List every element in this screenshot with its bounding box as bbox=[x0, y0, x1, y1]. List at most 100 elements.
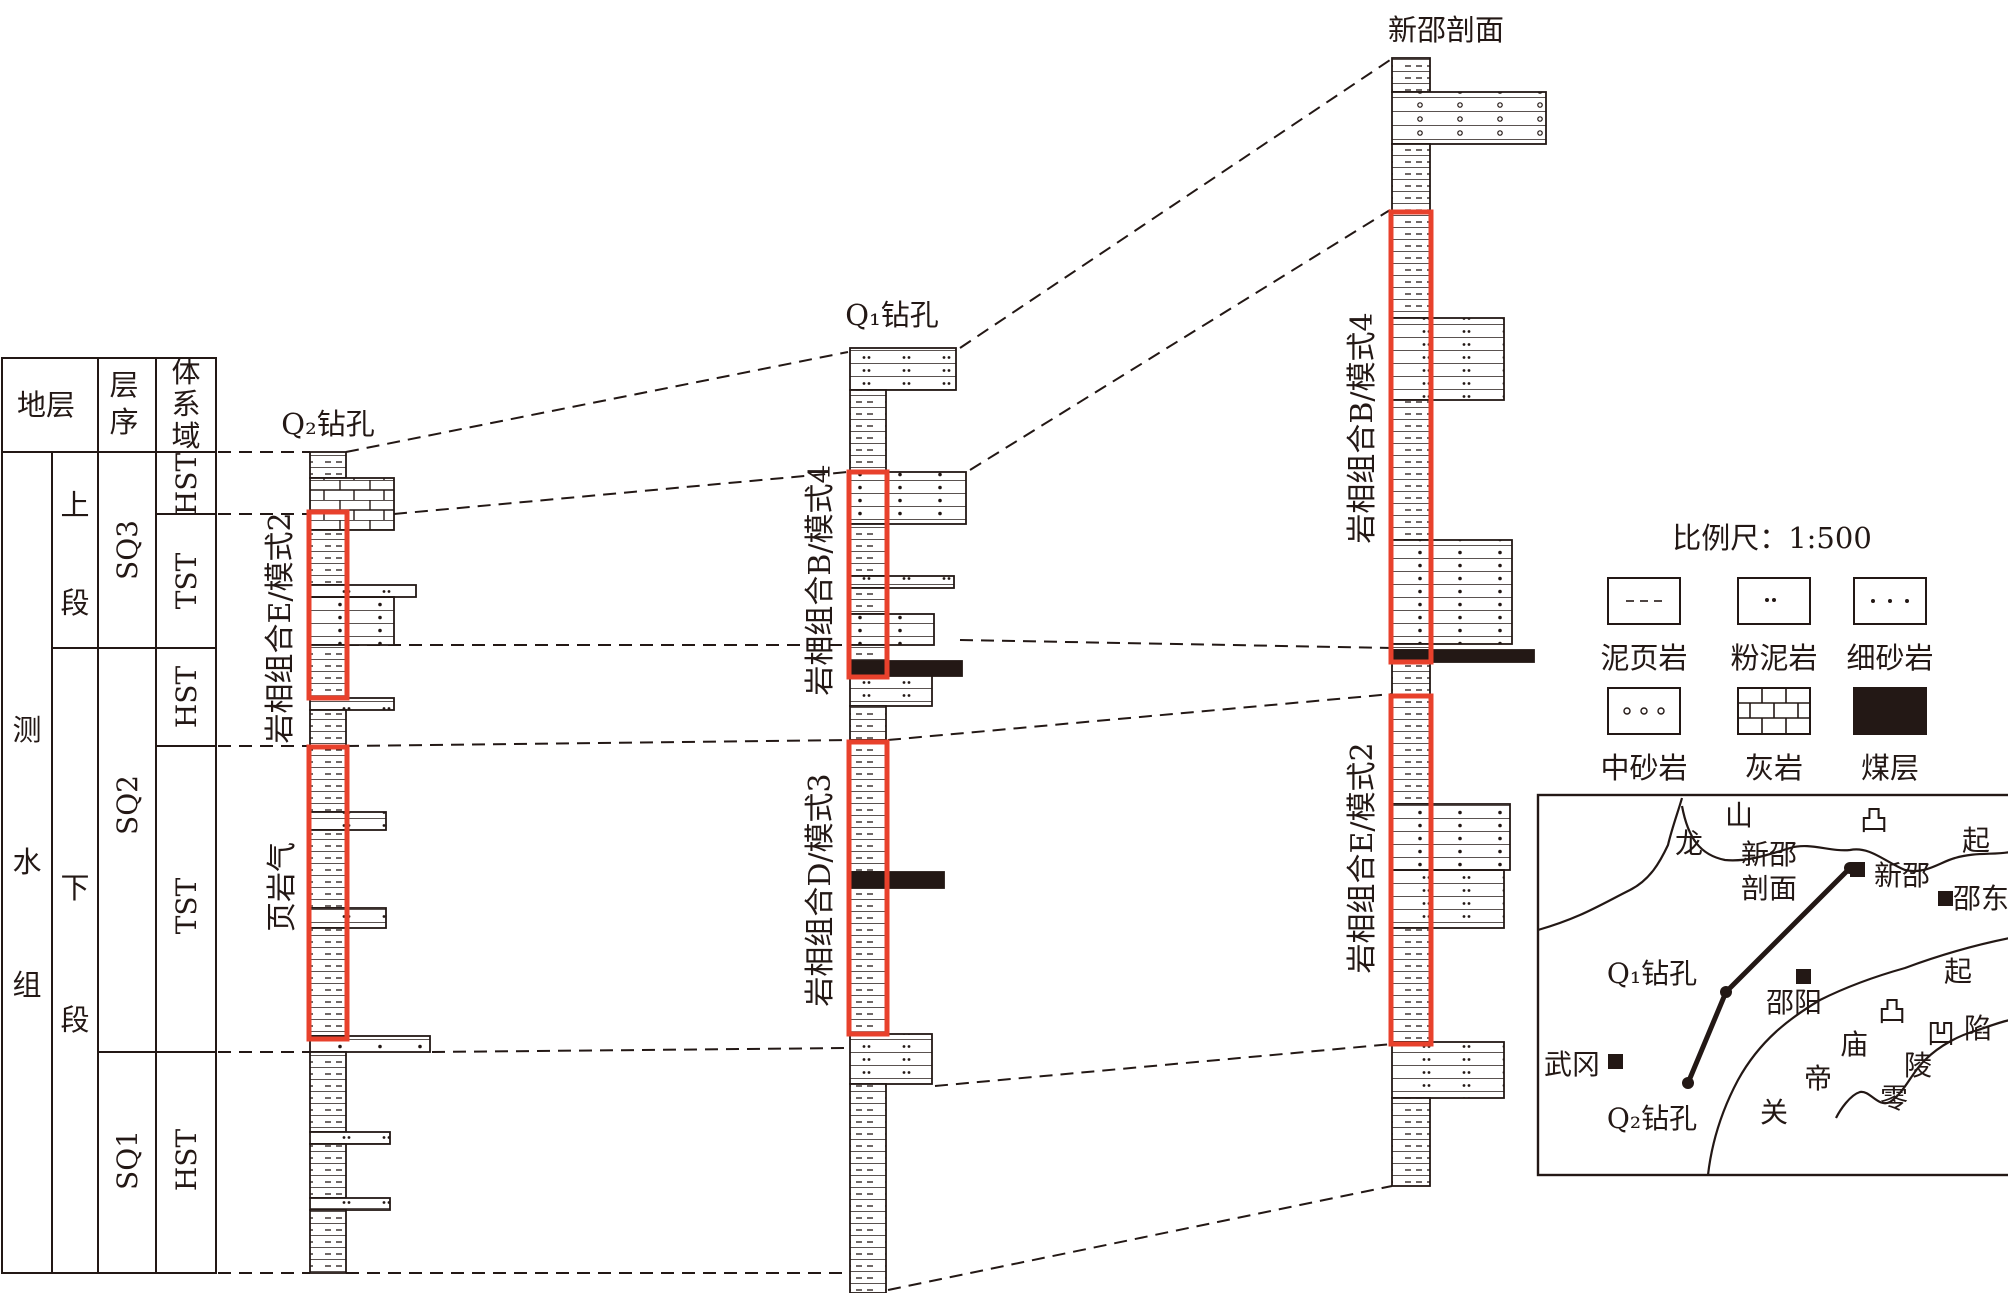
lithology-bed bbox=[1391, 643, 1431, 651]
lithology-bed bbox=[849, 660, 963, 677]
lithology-bed bbox=[1391, 57, 1431, 93]
map-label-guan: 关 bbox=[1760, 1096, 1788, 1129]
lithology-bed bbox=[309, 451, 347, 479]
lithology-bed bbox=[1391, 1041, 1505, 1099]
formation-char-1: 测 bbox=[12, 713, 41, 747]
lithology-bed bbox=[1391, 1097, 1431, 1187]
xinshao-title: 新邵剖面 bbox=[1388, 13, 1504, 47]
correlation-lines bbox=[218, 59, 1393, 1291]
legend-label-coal: 煤层 bbox=[1861, 751, 1919, 785]
member-upper-1: 上 bbox=[60, 488, 89, 522]
map-label-q1: Q₁钻孔 bbox=[1607, 957, 1697, 990]
strat-table-frame bbox=[1, 357, 217, 1274]
map-label-shaodong: 邵东 bbox=[1953, 882, 2008, 915]
tract-tst-sq2: TST bbox=[170, 877, 203, 934]
map-label-ao: 凹 bbox=[1927, 1017, 1955, 1050]
map-label-tu-2: 凸 bbox=[1878, 995, 1906, 1028]
header-tract-3: 域 bbox=[171, 419, 200, 453]
map-label-shaoyang: 邵阳 bbox=[1766, 986, 1822, 1019]
header-sequence-1: 层 bbox=[109, 368, 138, 402]
legend-scale: 比例尺：1:500 bbox=[1672, 521, 1872, 555]
map-label-xinshao-city: 新邵 bbox=[1874, 859, 1930, 892]
lithology-bed bbox=[849, 1033, 933, 1085]
map-label-q2: Q₂钻孔 bbox=[1607, 1102, 1697, 1135]
lithology-bed bbox=[849, 347, 957, 391]
lithology-bed bbox=[309, 1143, 347, 1199]
lithology-bed bbox=[1391, 91, 1547, 145]
lithology-bed bbox=[849, 389, 887, 473]
q2-lower-annotation: 页岩气 bbox=[265, 842, 300, 932]
lithology-bed bbox=[309, 747, 347, 813]
lithology-bed bbox=[1391, 803, 1511, 871]
legend-label-finesand: 细砂岩 bbox=[1846, 641, 1933, 675]
lithology-bed bbox=[309, 829, 347, 909]
q2-column bbox=[309, 451, 431, 1274]
lithology-bed bbox=[849, 644, 887, 662]
header-formation: 地层 bbox=[17, 388, 75, 422]
lithology-bed bbox=[1391, 869, 1505, 929]
lithology-bed bbox=[1391, 927, 1431, 1043]
q1-title: Q₁钻孔 bbox=[845, 298, 938, 332]
map-boundary-south bbox=[1706, 937, 2008, 1176]
q1-highlight-upper bbox=[846, 469, 890, 680]
lithology-bed bbox=[849, 871, 945, 889]
map-label-ling2: 零 bbox=[1880, 1082, 1908, 1115]
sequence-sq3: SQ3 bbox=[111, 520, 144, 580]
map-label-ling: 陵 bbox=[1904, 1049, 1932, 1082]
member-lower-1: 下 bbox=[60, 871, 89, 905]
q1-highlight-lower bbox=[846, 739, 890, 1037]
xs-upper-annotation: 岩相组合B/模式4 bbox=[1345, 312, 1380, 543]
xs-lower-annotation: 岩相组合E/模式2 bbox=[1345, 742, 1380, 973]
legend-label-mudshale: 泥页岩 bbox=[1600, 641, 1687, 675]
strat-table bbox=[1, 357, 217, 1274]
tract-hst-sq2: HST bbox=[170, 666, 203, 729]
lithology-bed bbox=[849, 471, 967, 525]
q1-lower-annotation: 岩相组合D/模式3 bbox=[803, 773, 838, 1006]
legend-swatch-limestone bbox=[1737, 687, 1811, 735]
xs-highlight-lower bbox=[1388, 693, 1434, 1047]
q2-upper-annotation: 岩相组合E/模式2 bbox=[263, 512, 298, 743]
lithology-bed bbox=[309, 596, 395, 646]
q2-highlight-upper bbox=[306, 509, 350, 701]
lithology-bed bbox=[849, 739, 887, 873]
map-city-wugang bbox=[1608, 1054, 1623, 1069]
map-city-shaodong bbox=[1938, 891, 1953, 906]
lithology-bed bbox=[309, 1131, 391, 1145]
map-label-poumian: 剖面 bbox=[1741, 872, 1797, 905]
lithology-bed bbox=[309, 1209, 347, 1274]
map-section-line bbox=[1685, 991, 1729, 1084]
lithology-bed bbox=[1391, 539, 1513, 645]
strat-table-text: 地层 层 序 体 系 域 测 水 组 上 段 下 段 SQ3 SQ2 SQ1 H… bbox=[12, 355, 203, 1191]
member-lower-2: 段 bbox=[60, 1003, 89, 1037]
lithology-bed bbox=[1391, 317, 1505, 401]
tract-tst-sq3: TST bbox=[170, 552, 203, 609]
map-label-qi-2: 起 bbox=[1944, 955, 1972, 988]
q2-title: Q₂钻孔 bbox=[281, 407, 374, 441]
lithology-bed bbox=[849, 675, 933, 707]
lithology-bed bbox=[849, 587, 887, 615]
lithology-bed bbox=[309, 1051, 347, 1133]
map-city-shaoyang bbox=[1796, 969, 1811, 984]
lithology-bed bbox=[309, 644, 347, 699]
q1-upper-annotation: 岩相组合B/模式4 bbox=[803, 464, 838, 695]
map-city-xinshao bbox=[1850, 862, 1865, 877]
legend-label-limestone: 灰岩 bbox=[1745, 751, 1803, 785]
xinshao-column bbox=[1391, 57, 1547, 1187]
legend-label-silty: 粉泥岩 bbox=[1730, 641, 1817, 675]
map-basin-edge bbox=[1835, 1019, 2008, 1119]
map-label-tu-1: 凸 bbox=[1860, 804, 1888, 837]
sequence-sq1: SQ1 bbox=[111, 1130, 144, 1190]
tract-hst-sq1: HST bbox=[170, 1129, 203, 1192]
map-label-long: 龙 bbox=[1675, 827, 1703, 860]
lithology-bed bbox=[849, 887, 887, 1035]
lithology-bed bbox=[1391, 661, 1431, 805]
map-label-wugang: 武冈 bbox=[1544, 1048, 1600, 1081]
map-frame bbox=[1536, 793, 2008, 1177]
xs-highlight-upper bbox=[1388, 209, 1434, 665]
lithology-bed bbox=[309, 477, 395, 531]
map-label-di: 帝 bbox=[1804, 1062, 1832, 1095]
tract-hst-sq3: HST bbox=[170, 453, 203, 516]
map-boundary-north bbox=[1537, 797, 2008, 932]
map-point-q2 bbox=[1682, 1077, 1694, 1089]
